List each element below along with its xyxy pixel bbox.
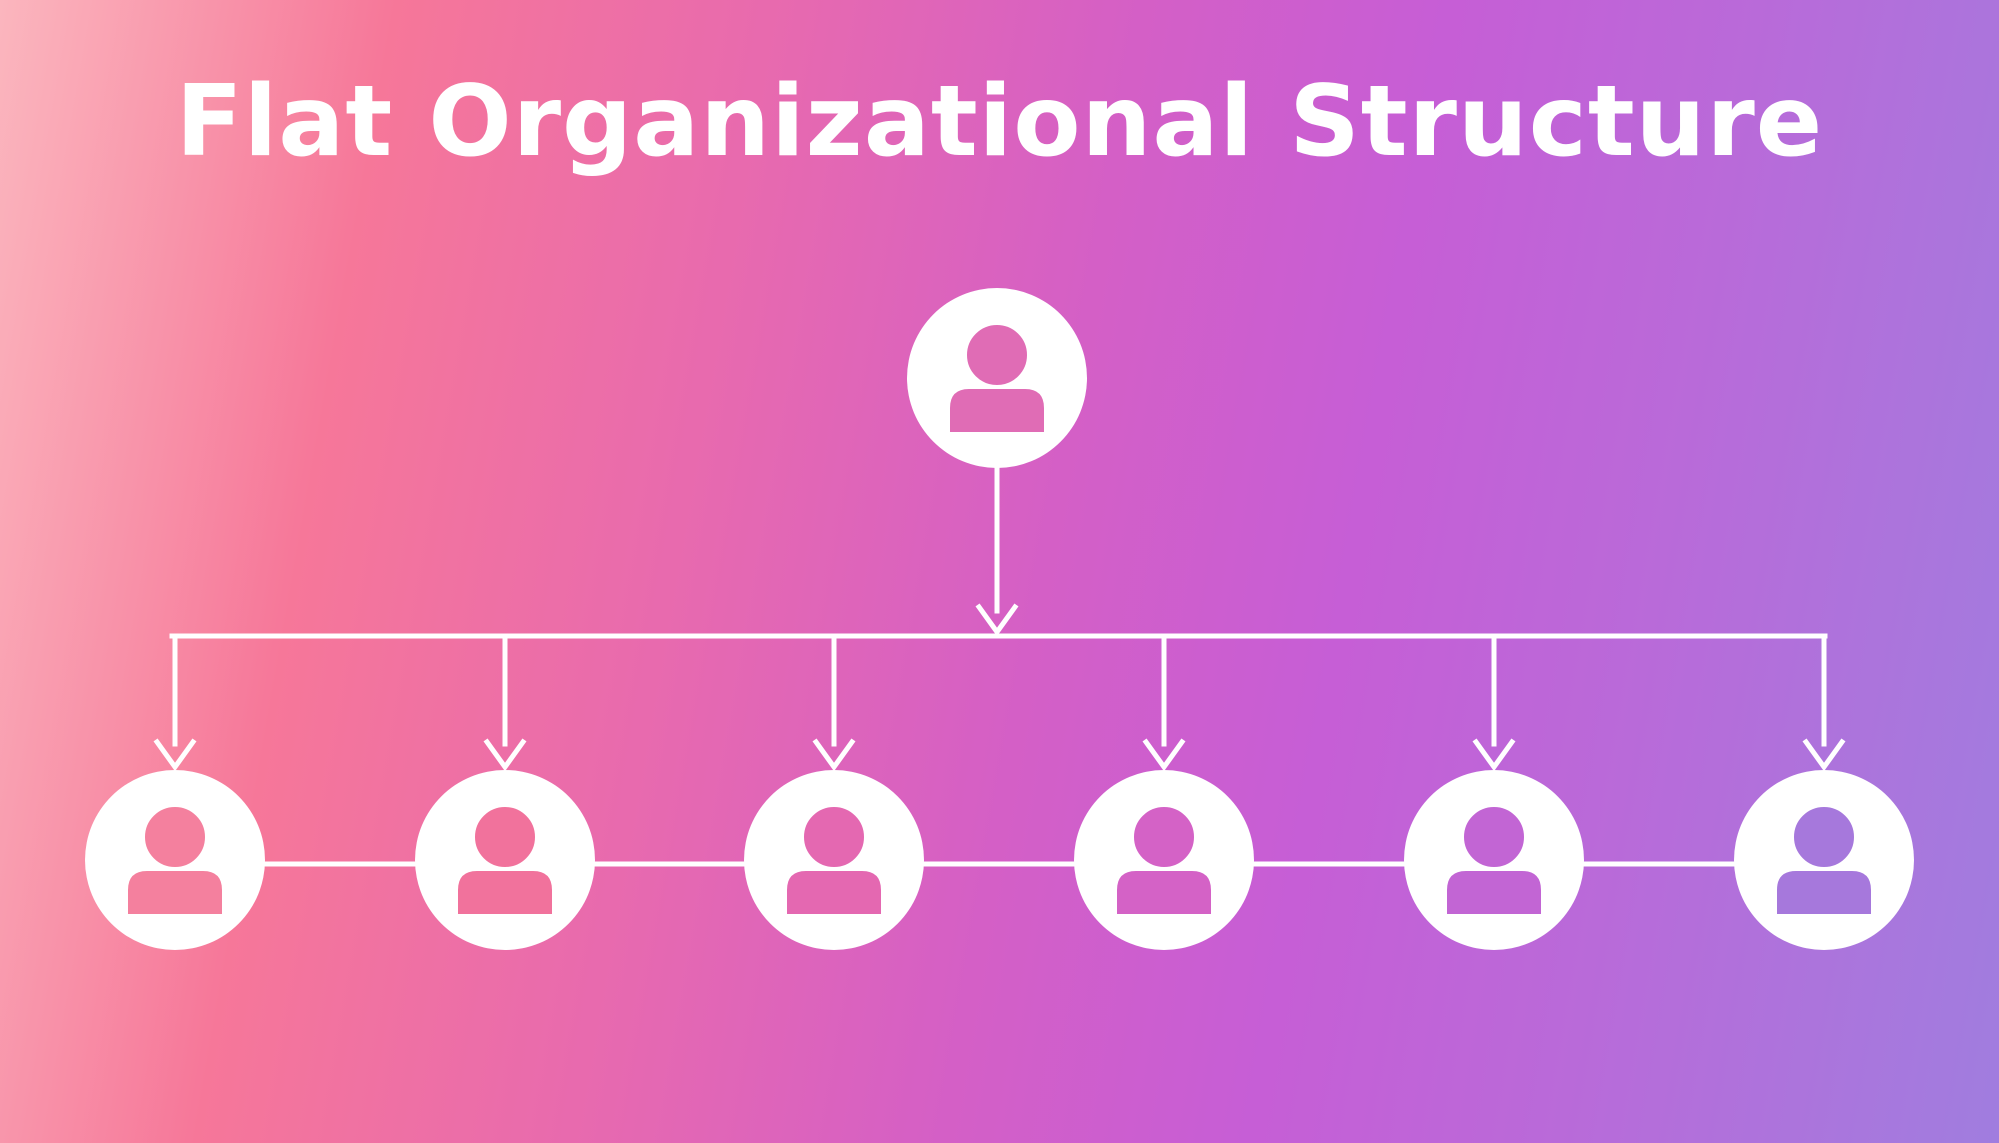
arrowhead-member-2 [483, 738, 527, 772]
node-member-2 [415, 770, 595, 950]
node-member-5 [1404, 770, 1584, 950]
arrowhead-member-6 [1802, 738, 1846, 772]
arrowhead-member-3 [812, 738, 856, 772]
arrowhead-member-1 [153, 738, 197, 772]
node-member-1 [85, 770, 265, 950]
arrowhead-member-5 [1472, 738, 1516, 772]
arrowhead-member-4 [1142, 738, 1186, 772]
leader-arrowhead [975, 603, 1019, 637]
node-member-4 [1074, 770, 1254, 950]
connector-lines [153, 465, 1846, 867]
node-member-6 [1734, 770, 1914, 950]
node-member-3 [744, 770, 924, 950]
diagram-title: Flat Organizational Structure [175, 65, 1824, 179]
node-leader [907, 288, 1087, 468]
